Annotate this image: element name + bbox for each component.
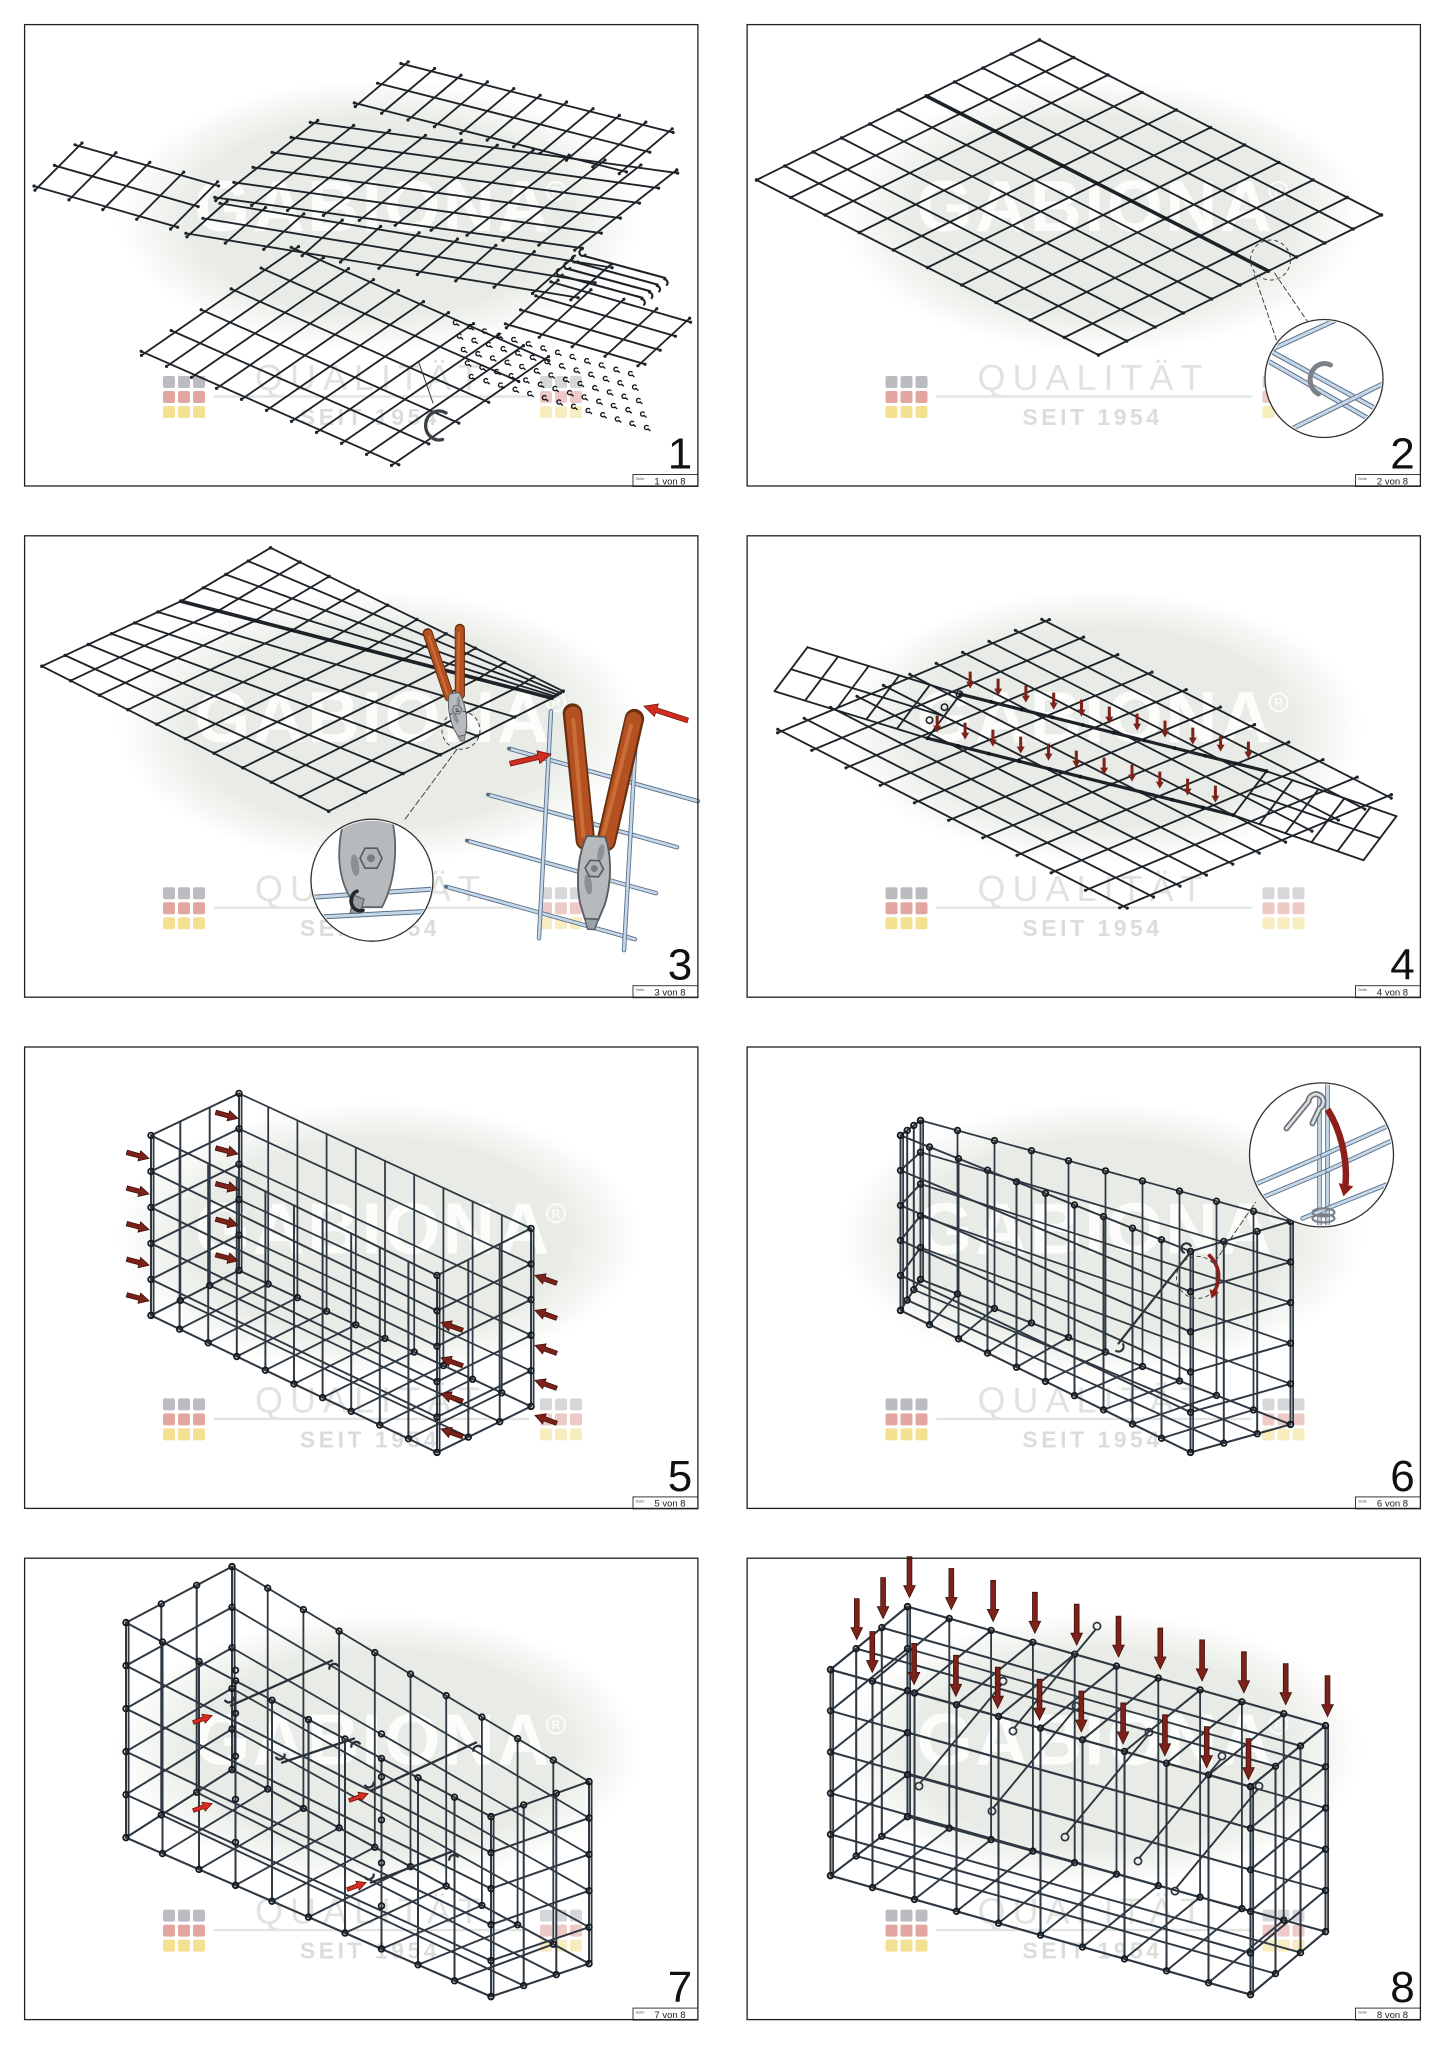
- svg-text:3 von 8: 3 von 8: [654, 988, 685, 999]
- svg-text:7 von 8: 7 von 8: [654, 2010, 685, 2021]
- svg-text:6: 6: [1390, 1452, 1414, 1501]
- svg-text:Seite: Seite: [1358, 1498, 1368, 1503]
- svg-text:Seite: Seite: [636, 1498, 646, 1503]
- svg-text:Seite: Seite: [636, 987, 646, 992]
- svg-text:2 von 8: 2 von 8: [1377, 476, 1408, 487]
- svg-text:Seite: Seite: [1358, 987, 1368, 992]
- svg-text:2: 2: [1390, 430, 1414, 479]
- svg-text:Seite: Seite: [1358, 476, 1368, 481]
- svg-text:3: 3: [668, 941, 692, 990]
- svg-text:5 von 8: 5 von 8: [654, 1499, 685, 1510]
- svg-text:1: 1: [668, 430, 692, 479]
- svg-text:5: 5: [668, 1452, 692, 1501]
- svg-text:1 von 8: 1 von 8: [654, 476, 685, 487]
- svg-text:8 von 8: 8 von 8: [1377, 2010, 1408, 2021]
- svg-text:6 von 8: 6 von 8: [1377, 1499, 1408, 1510]
- svg-text:4: 4: [1390, 941, 1414, 990]
- svg-text:Seite: Seite: [636, 2010, 646, 2015]
- svg-text:Seite: Seite: [636, 476, 646, 481]
- svg-text:7: 7: [668, 1963, 692, 2012]
- svg-text:Seite: Seite: [1358, 2010, 1368, 2015]
- svg-text:4 von 8: 4 von 8: [1377, 988, 1408, 999]
- svg-text:8: 8: [1390, 1963, 1414, 2012]
